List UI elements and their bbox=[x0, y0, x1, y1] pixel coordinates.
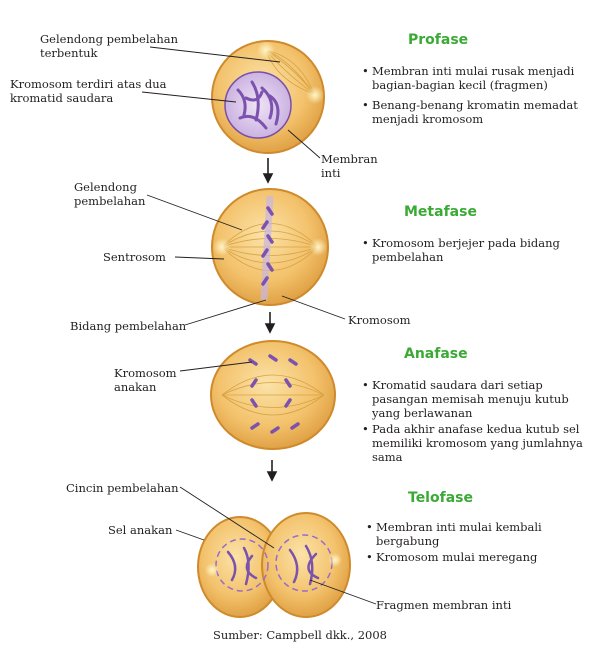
metaphase-chromosomes bbox=[261, 206, 274, 286]
heading-anaphase: Anafase bbox=[404, 346, 468, 362]
anaphase-spindle bbox=[221, 374, 325, 416]
centrosome-top bbox=[257, 41, 275, 59]
label-membrane-fragment: Fragmen membran inti bbox=[376, 598, 512, 612]
phase-arrows bbox=[262, 158, 278, 482]
centrosome-right bbox=[309, 238, 327, 256]
telophase-bullets: Membran inti mulai kembali bergabung Kro… bbox=[366, 520, 590, 570]
anaphase-bullets: Kromatid saudara dari setiap pasangan me… bbox=[362, 378, 594, 470]
metaphase-bullet-1: Kromosom berjejer pada bidang pembelahan bbox=[362, 236, 590, 264]
metaphase-cell bbox=[211, 188, 329, 306]
label-nuclear-membrane: Membran inti bbox=[321, 152, 378, 180]
anaphase-bullet-1: Kromatid saudara dari setiap pasangan me… bbox=[362, 378, 594, 420]
label-sister-chromatids: Kromosom terdiri atas dua kromatid sauda… bbox=[10, 77, 167, 105]
centrosome-right bbox=[306, 86, 324, 104]
telophase-bullet-2: Kromosom mulai meregang bbox=[366, 550, 590, 564]
source-caption: Sumber: Campbell dkk., 2008 bbox=[212, 628, 388, 642]
anaphase-chromatids bbox=[248, 354, 300, 434]
pole-right bbox=[328, 553, 342, 567]
heading-prophase: Profase bbox=[408, 32, 469, 48]
telophase-cell bbox=[197, 512, 351, 618]
leader-lines bbox=[141, 46, 377, 605]
prophase-bullet-1: Membran inti mulai rusak menjadi bagian-… bbox=[362, 64, 590, 92]
label-chromosome: Kromosom bbox=[348, 313, 411, 327]
prophase-bullet-2: Benang-benang kromatin memadat menjadi k… bbox=[362, 98, 590, 126]
prophase-cell bbox=[211, 40, 325, 154]
label-spindle-formed: Gelendong pembelahan terbentuk bbox=[40, 32, 179, 60]
prophase-bullets: Membran inti mulai rusak menjadi bagian-… bbox=[362, 64, 590, 132]
metaphase-bullets: Kromosom berjejer pada bidang pembelahan bbox=[362, 236, 590, 270]
telophase-bullet-1: Membran inti mulai kembali bergabung bbox=[366, 520, 590, 548]
prophase-chromosomes bbox=[236, 80, 280, 130]
heading-metaphase: Metafase bbox=[404, 204, 477, 220]
anaphase-bullet-2: Pada akhir anafase kedua kutub sel memil… bbox=[362, 422, 594, 464]
centrosome-left bbox=[213, 238, 231, 256]
heading-telophase: Telofase bbox=[408, 490, 473, 506]
label-division-plane: Bidang pembelahan bbox=[70, 319, 187, 333]
label-centrosome: Sentrosom bbox=[103, 250, 166, 264]
pole-left bbox=[205, 563, 219, 577]
label-spindle: Gelendong pembelahan bbox=[74, 180, 146, 208]
label-daughter-cell: Sel anakan bbox=[108, 523, 173, 537]
daughter-cell-right bbox=[261, 512, 351, 618]
anaphase-cell bbox=[210, 340, 336, 450]
label-cleavage-ring: Cincin pembelahan bbox=[66, 481, 179, 495]
label-daughter-chromosome: Kromosom anakan bbox=[114, 366, 177, 394]
